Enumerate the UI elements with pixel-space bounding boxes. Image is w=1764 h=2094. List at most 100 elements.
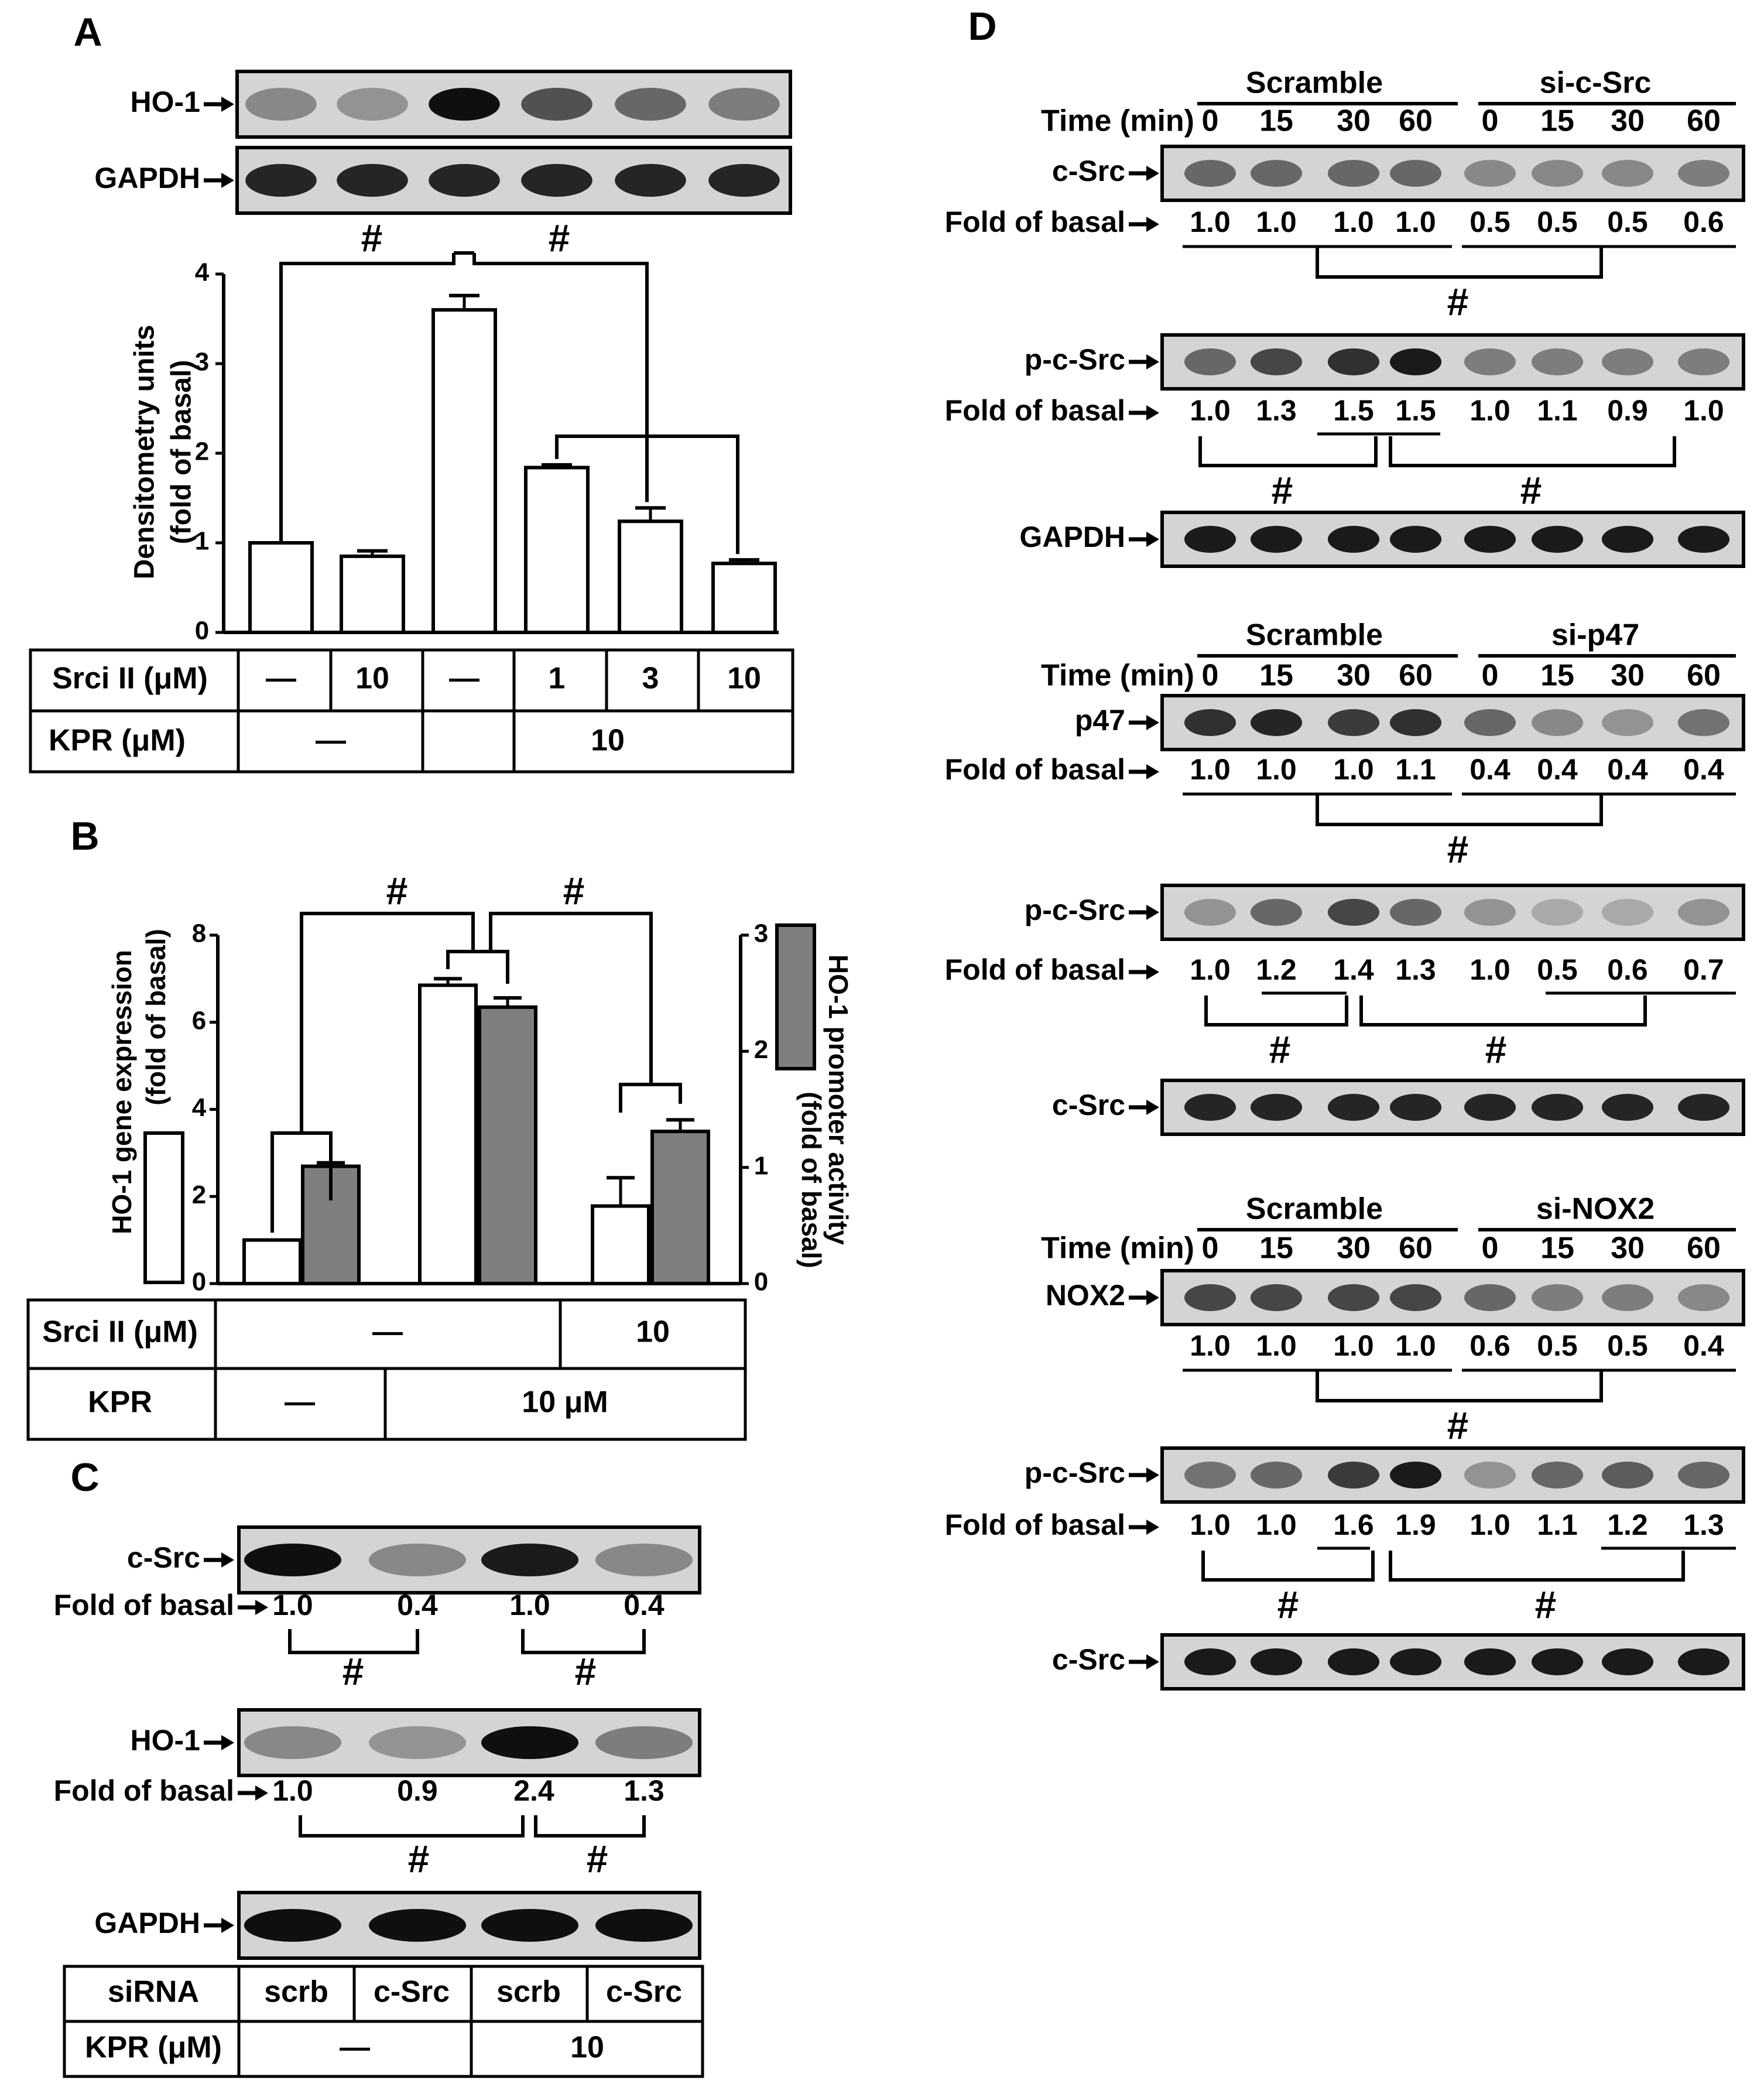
- panel-d-nox2-fold-b-value: 1.0: [1190, 1508, 1231, 1541]
- panel-d-nox2-fold-a-value: 1.0: [1190, 1329, 1231, 1362]
- panel-b-row2-cell: 10 μM: [522, 1385, 608, 1419]
- panel-b-legend-gray-label: HO-1 promoter activity: [823, 954, 854, 1245]
- panel-d-nox2-fold-b-value: 1.3: [1683, 1508, 1724, 1541]
- panel-b-bar-gene: [242, 1238, 302, 1285]
- panel-c-ho1-fold-value: 0.9: [397, 1774, 438, 1807]
- panel-d-nox2-fold-a-value: 0.5: [1607, 1329, 1648, 1362]
- panel-d-nox2-blot-a-band: [1327, 1284, 1380, 1311]
- panel-c-gapdh-band: [368, 1909, 467, 1942]
- panel-a-gapdh-band: [429, 164, 500, 197]
- panel-a-sig-2: #: [549, 216, 570, 259]
- panel-d-nox2-time-value: 60: [1687, 1231, 1721, 1265]
- panel-d-nox2-blot-a-arrow-head: [1146, 1290, 1159, 1305]
- panel-a-bracket-3: [555, 434, 739, 555]
- panel-b-left-tick-label: 0: [192, 1268, 206, 1296]
- panel-d-p47-fold-a-value: 0.4: [1470, 753, 1510, 786]
- panel-d-nox2-fold-a-value: 0.5: [1537, 1329, 1578, 1362]
- panel-d-csrc-blot-c-band: [1531, 526, 1584, 553]
- panel-c-ho1-bracket-2: [534, 1815, 646, 1838]
- panel-d-csrc-time-value: 30: [1337, 104, 1371, 138]
- panel-d-p47-fold-a-value: 1.0: [1333, 753, 1374, 786]
- panel-d-nox2-blot-a-band: [1677, 1284, 1730, 1311]
- panel-d-nox2-blot-c-arrow-head: [1146, 1654, 1159, 1669]
- panel-a-bracket-2: [472, 253, 649, 502]
- panel-d-csrc-fold-b-value: 1.5: [1333, 394, 1374, 427]
- panel-d-p47-fold-b-value: 1.3: [1395, 953, 1436, 986]
- panel-d-p47-blot-c-band: [1250, 1094, 1303, 1121]
- panel-d-csrc-blot-b-arrow-head: [1146, 354, 1159, 369]
- panel-d-nox2-blot-a-band: [1250, 1284, 1303, 1311]
- panel-b-sig-1: #: [386, 869, 408, 912]
- panel-b-left-tick-label: 2: [192, 1181, 206, 1209]
- panel-c-gapdh-band: [481, 1909, 579, 1942]
- panel-d-p47-blot-c-blot: [1160, 1079, 1745, 1136]
- panel-d-csrc-fold-b-value: 1.0: [1683, 394, 1724, 427]
- panel-c-row2-cell: 10: [570, 2031, 604, 2065]
- panel-d-nox2-blot-b-label: p-c-Src: [1025, 1456, 1125, 1489]
- panel-c-csrc-fold-value: 0.4: [624, 1589, 665, 1621]
- panel-d-nox2-blot-b-arrow-head: [1146, 1467, 1159, 1483]
- panel-d-nox2-blot-c-label: c-Src: [1052, 1643, 1125, 1676]
- panel-a-bracket-1: [279, 253, 455, 543]
- panel-d-csrc-sig-b: #: [1272, 468, 1293, 512]
- panel-d-csrc-blot-b-band: [1389, 348, 1442, 375]
- panel-d-p47-fold-a-value: 1.1: [1395, 753, 1436, 786]
- panel-d-csrc-fold-a-value: 0.5: [1607, 206, 1648, 238]
- panel-d-p47-blot-a-band: [1464, 709, 1516, 736]
- panel-letter-b: B: [70, 814, 99, 858]
- panel-c-ho1-bracket-1: [299, 1815, 525, 1838]
- panel-a-sig-1: #: [361, 216, 383, 259]
- panel-d-csrc-blot-b-band: [1531, 348, 1584, 375]
- panel-d-csrc-blot-a-band: [1389, 160, 1442, 187]
- panel-b-bracket-1: [300, 912, 475, 1133]
- panel-d-nox2-fold-b-bracket: [1201, 1551, 1375, 1582]
- panel-d-nox2-fold-a-bracket: [1316, 1371, 1603, 1402]
- panel-a-ho1-band: [429, 88, 500, 121]
- panel-d-nox2-blot-c-band: [1601, 1648, 1654, 1675]
- panel-d-csrc-blot-c-label: GAPDH: [1019, 521, 1125, 553]
- panel-c-sig-2: #: [575, 1650, 597, 1693]
- panel-d-csrc-si-label: si-c-Src: [1540, 66, 1652, 100]
- panel-c-csrc-band: [595, 1544, 693, 1576]
- panel-d-p47-fold-b-value: 1.0: [1470, 953, 1510, 986]
- panel-d-nox2-fold-a-value: 1.0: [1333, 1329, 1374, 1362]
- panel-d-nox2-time-value: 15: [1540, 1231, 1574, 1265]
- panel-d-csrc-blot-b-label: p-c-Src: [1025, 343, 1125, 376]
- panel-d-p47-blot-b-band: [1184, 899, 1236, 926]
- panel-b-left-tick-label: 4: [192, 1093, 207, 1122]
- panel-d-p47-fold-b-value: 1.0: [1190, 953, 1231, 986]
- panel-c-csrc-band: [481, 1544, 579, 1576]
- panel-b-sig-2: #: [563, 869, 585, 912]
- panel-b-right-tick-label: 2: [754, 1035, 768, 1064]
- panel-b-pair-3: [619, 1083, 682, 1113]
- panel-d-nox2-blot-c-band: [1464, 1648, 1516, 1675]
- panel-a-gapdh-arrow-head: [221, 173, 234, 188]
- panel-d-csrc-fold-a-bracket: [1316, 248, 1603, 279]
- panel-d-p47-time-value: 0: [1202, 659, 1219, 693]
- panel-d-p47-time-value: 60: [1687, 659, 1721, 693]
- panel-d-csrc-fold-b-value: 0.9: [1607, 394, 1648, 427]
- panel-d-csrc-sig-b: #: [1520, 468, 1542, 512]
- panel-d-nox2-blot-b-band: [1677, 1462, 1730, 1489]
- panel-c-gapdh-label: GAPDH: [94, 1907, 200, 1939]
- panel-d-p47-blot-a-blot: [1160, 694, 1745, 751]
- panel-a-bar: [711, 562, 777, 634]
- panel-b-bar-gene: [418, 983, 478, 1285]
- panel-c-row1-cell: c-Src: [374, 1975, 450, 2009]
- panel-d-p47-fold-a-arrow-head: [1146, 764, 1159, 779]
- panel-d-nox2-fold-b-value: 1.1: [1537, 1508, 1578, 1541]
- panel-c-csrc-fold-value: 0.4: [397, 1589, 438, 1621]
- panel-d-p47-blot-a-arrow-head: [1146, 715, 1159, 730]
- panel-b-right-tick-label: 1: [754, 1151, 768, 1180]
- panel-d-nox2-fold-b-value: 1.2: [1607, 1508, 1648, 1541]
- panel-a-ho1-label: HO-1: [131, 85, 200, 118]
- panel-d-nox2-fold-a-value: 0.6: [1470, 1329, 1510, 1362]
- panel-d-csrc-fold-a-value: 1.0: [1256, 206, 1297, 238]
- panel-d-nox2-si-label: si-NOX2: [1536, 1192, 1655, 1226]
- panel-d-csrc-blot-a-band: [1531, 160, 1584, 187]
- panel-d-csrc-blot-c-band: [1389, 526, 1442, 553]
- panel-d-p47-sig-b: #: [1269, 1028, 1291, 1071]
- panel-d-p47-time-value: 60: [1399, 659, 1433, 693]
- panel-c-csrc-fold-label: Fold of basal: [54, 1589, 234, 1621]
- panel-d-nox2-blot-b-band: [1601, 1462, 1654, 1489]
